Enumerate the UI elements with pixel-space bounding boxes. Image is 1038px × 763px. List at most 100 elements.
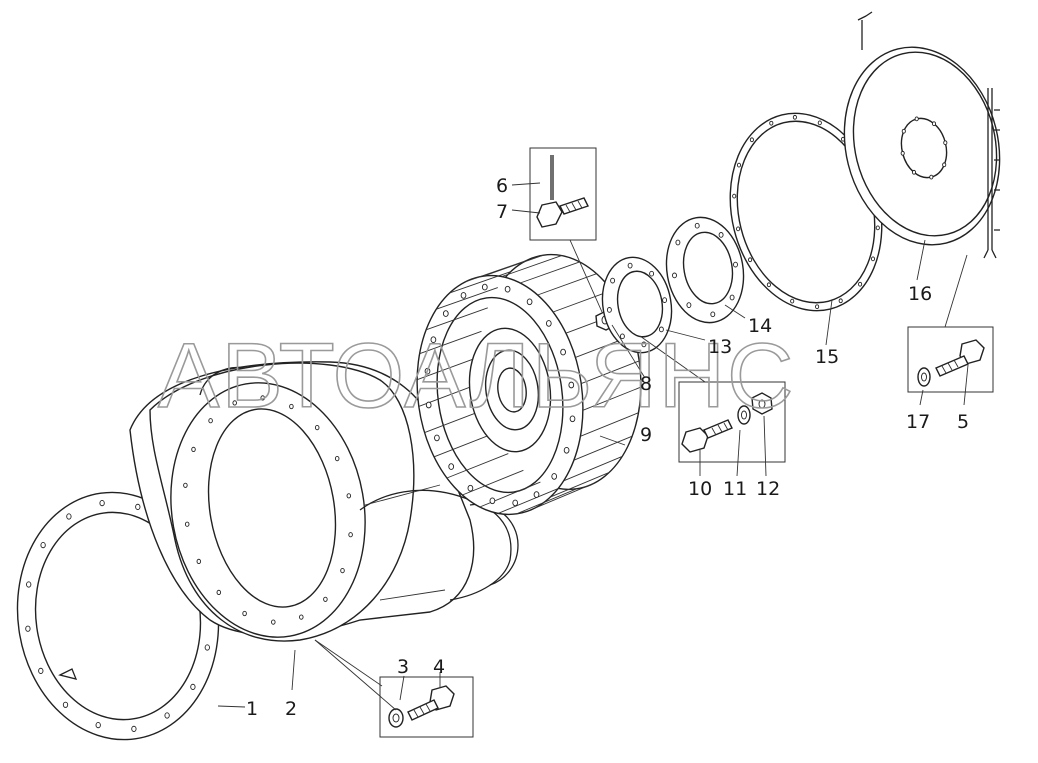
bolt-hole xyxy=(569,415,576,423)
callout-10: 10 xyxy=(688,478,712,500)
callout-17: 17 xyxy=(906,411,930,433)
bolt-hole xyxy=(131,725,137,732)
bolt-hole xyxy=(135,503,141,510)
bolt-hole xyxy=(658,326,664,333)
callout-1: 1 xyxy=(246,698,258,720)
bolt-hole xyxy=(26,581,32,588)
impeller-blade xyxy=(580,412,639,437)
bolt-hole xyxy=(512,499,519,507)
bolt-hole xyxy=(943,140,948,146)
bolt-hole xyxy=(686,302,692,308)
bolt-hole xyxy=(838,298,843,304)
leader-lines xyxy=(217,182,969,711)
bolt-hole xyxy=(911,169,917,175)
bolt-hole xyxy=(99,500,105,507)
bolt-hole xyxy=(732,193,737,199)
callout-15: 15 xyxy=(815,346,839,368)
bolt-hole xyxy=(675,239,681,246)
bolt-hole xyxy=(424,367,431,375)
impeller-blade xyxy=(483,254,544,277)
bolt-hole xyxy=(766,282,771,288)
impeller-blade xyxy=(446,453,509,479)
bolt-hole xyxy=(606,307,612,313)
bolt-hole xyxy=(348,532,353,538)
impeller-blade xyxy=(498,487,559,514)
bolt-hole xyxy=(323,596,328,602)
impeller-blade xyxy=(433,432,496,458)
bolt-hole xyxy=(769,120,774,126)
bolt-hole xyxy=(204,644,210,651)
bolt-hole xyxy=(718,232,724,238)
watermark-text: АВТОАЛЬЯНС xyxy=(158,325,796,427)
bolt-hole xyxy=(489,497,496,505)
impeller-blade xyxy=(462,469,524,496)
bolt-hole xyxy=(504,285,511,293)
bolt-hole xyxy=(641,341,647,348)
bolt-hole xyxy=(929,174,934,180)
impeller-blade xyxy=(416,356,480,381)
bolt-hole xyxy=(790,298,795,304)
bolt-hole xyxy=(815,304,820,310)
callout-labels: 1 2 3 4 5 6 7 8 9 10 11 12 13 14 15 16 1… xyxy=(246,175,969,720)
callout-11: 11 xyxy=(723,478,747,500)
fastener-box-3-4 xyxy=(379,676,474,738)
callout-9: 9 xyxy=(640,424,652,446)
bolt-hole xyxy=(460,292,467,299)
bolt-hole xyxy=(62,701,69,708)
callout-2: 2 xyxy=(285,698,297,720)
bolt-hole xyxy=(242,610,247,617)
impeller-blade xyxy=(516,488,577,515)
bolt-hole xyxy=(314,424,320,431)
bolt-hole xyxy=(299,614,304,620)
bolt-hole xyxy=(817,120,822,126)
bolt-hole xyxy=(749,137,754,143)
impeller-blade xyxy=(582,386,642,411)
bolt-hole xyxy=(430,336,437,344)
callout-5: 5 xyxy=(957,411,969,433)
bolt-hole xyxy=(25,625,31,632)
impeller-blade xyxy=(534,482,594,509)
bolt-hole xyxy=(942,162,947,168)
bolt-hole xyxy=(914,116,919,122)
bolt-hole xyxy=(694,222,700,229)
callout-4: 4 xyxy=(433,656,445,678)
bolt-hole xyxy=(875,225,880,231)
bolt-hole xyxy=(858,281,863,287)
bolt-hole xyxy=(733,261,738,268)
impeller-blade xyxy=(550,471,610,498)
bolt-hole xyxy=(736,162,742,168)
bolt-hole xyxy=(40,542,46,549)
bolt-hole xyxy=(710,311,716,318)
bolt-hole xyxy=(442,310,449,317)
bolt-hole xyxy=(95,722,101,729)
fastener-box-6-7 xyxy=(529,147,597,241)
bolt-hole xyxy=(334,455,340,462)
bolt-hole xyxy=(190,683,196,690)
bolt-hole xyxy=(183,482,188,488)
bolt-hole xyxy=(289,403,294,410)
part-16-cover-plate xyxy=(843,11,1001,259)
bolt-hole xyxy=(551,473,558,480)
bolt-hole xyxy=(66,513,72,520)
part-9-impeller-wheel xyxy=(416,253,642,516)
bolt-hole xyxy=(448,463,455,470)
impeller-blade xyxy=(479,481,541,508)
bolt-hole xyxy=(533,491,540,498)
bolt-hole xyxy=(619,333,625,340)
part-15-gasket-ring xyxy=(729,112,883,312)
impeller-blade xyxy=(449,271,511,294)
callout-13: 13 xyxy=(708,336,732,358)
impeller-blade xyxy=(425,307,488,331)
bolt-hole xyxy=(560,348,566,356)
bolt-hole xyxy=(481,283,488,291)
bolt-hole xyxy=(901,128,906,134)
bolt-hole xyxy=(931,121,937,127)
bolt-hole xyxy=(900,150,905,156)
callout-7: 7 xyxy=(496,201,508,223)
bolt-hole xyxy=(38,667,44,674)
bolt-hole xyxy=(184,521,190,527)
bolt-hole xyxy=(216,589,222,596)
bolt-hole xyxy=(610,277,616,284)
callout-14: 14 xyxy=(748,315,772,337)
